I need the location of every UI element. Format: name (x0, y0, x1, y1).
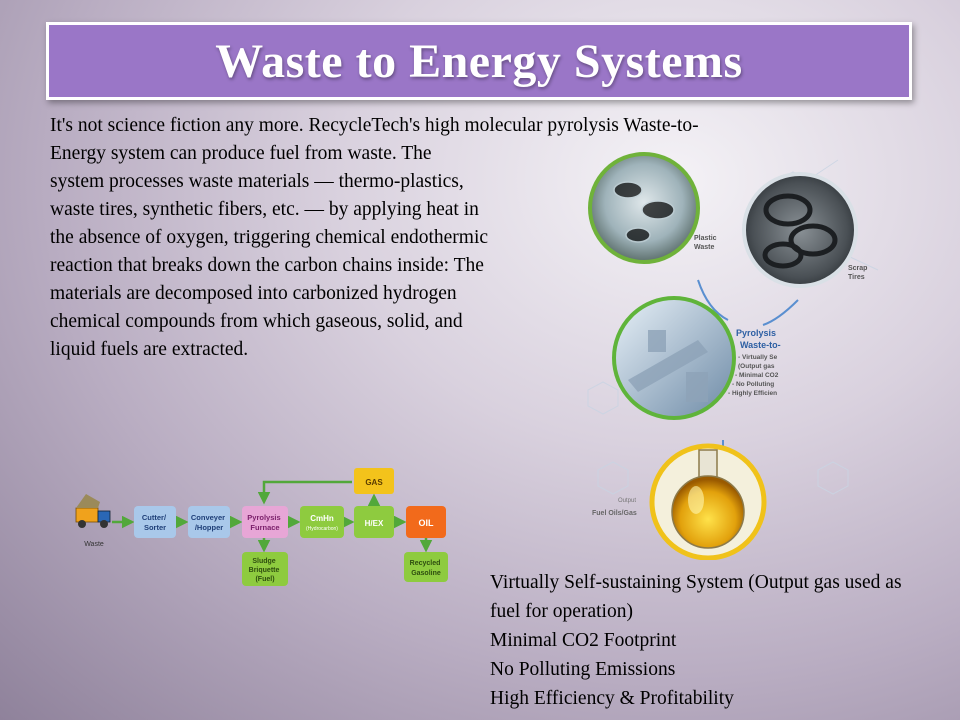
cmhn-box (300, 506, 344, 538)
cutter-label-2: Sorter (144, 523, 166, 532)
svg-text:Plastic Waste: Plastic Waste (694, 235, 719, 251)
sludge-label-1: Sludge (252, 558, 275, 565)
slide-title: Waste to Energy Systems (215, 34, 743, 88)
cmhn-sub-label: (Hydrocarbon) (306, 526, 338, 532)
cutter-label-1: Cutter/ (142, 513, 167, 522)
pyrolysis-list-2: (Output gas (738, 363, 775, 370)
feature-item: No Polluting Emissions (490, 659, 676, 680)
svg-text:- Virtually Se (Output gas: - Virtually Se (Output gas - Minimal CO2… (728, 354, 780, 397)
conveyer-hopper-box (188, 506, 230, 538)
intro-line-1: It's not science fiction any more. Recyc… (50, 115, 699, 136)
output-label-1: Output (618, 498, 636, 504)
svg-text:Recycled Gasoline: Recycled Gasoline (410, 560, 443, 577)
tires-label-1: Scrap (848, 265, 867, 272)
pyrolysis-title-1: Pyrolysis (736, 328, 776, 338)
svg-text:Conveyer /Hopper: Conveyer /Hopper (191, 513, 227, 532)
oil-label: OIL (419, 518, 435, 528)
svg-text:Pyrolysis Furnace: Pyrolysis Furnace (247, 513, 282, 532)
hex-label: H/EX (365, 519, 384, 528)
pyrolysis-list-4: - No Polluting (732, 381, 774, 388)
sludge-label-2: Briquette (249, 567, 280, 574)
feature-list: Virtually Self-sustaining System (Output… (490, 568, 930, 713)
waste-label: Waste (84, 541, 104, 548)
dump-truck-icon (75, 494, 111, 528)
pyrolysis-label-2: Furnace (250, 523, 279, 532)
intro-paragraph: It's not science fiction any more. Recyc… (50, 112, 870, 364)
hex-box (354, 506, 394, 538)
feature-item: Minimal CO2 Footprint (490, 630, 677, 651)
plastic-label-1: Plastic (694, 235, 717, 242)
title-banner: Waste to Energy Systems (46, 22, 912, 100)
svg-text:Output: Output (618, 498, 636, 504)
conveyer-label-1: Conveyer (191, 513, 225, 522)
gas-box (354, 468, 394, 494)
output-label-2: Fuel Oils/Gas (592, 510, 637, 517)
conveyer-label-2: /Hopper (195, 523, 223, 532)
pyrolysis-graphic: Plastic Waste Scrap Tires Pyrolysis Wast… (587, 152, 879, 560)
feature-item: High Efficiency & Profitability (490, 688, 734, 709)
gasoline-box (404, 552, 448, 582)
gas-label: GAS (365, 478, 383, 487)
svg-text:Scrap Tires: Scrap Tires (848, 265, 869, 281)
plastic-label-2: Waste (694, 244, 714, 251)
feature-item: Virtually Self-sustaining System (Output… (490, 572, 902, 622)
svg-text:Sludge Briquette (Fuel: Sludge Briquette (Fuel) (249, 558, 282, 583)
cutter-sorter-box (134, 506, 176, 538)
tires-label-2: Tires (848, 274, 865, 281)
gasoline-label-2: Gasoline (411, 570, 441, 577)
pyrolysis-furnace-box (242, 506, 288, 538)
process-diagram: Waste Cutter/ Sorter Conveyer /Hopper Py… (75, 468, 448, 586)
pyrolysis-title-2: Waste-to- (740, 340, 781, 350)
pyrolysis-list-3: - Minimal CO2 (735, 372, 779, 379)
sludge-box (242, 552, 288, 586)
sludge-label-3: (Fuel) (255, 576, 274, 583)
intro-body: Energy system can produce fuel from wast… (50, 143, 489, 360)
pyrolysis-label-1: Pyrolysis (247, 513, 280, 522)
svg-text:Fuel Oils/Gas: Fuel Oils/Gas (592, 510, 637, 517)
pyrolysis-list-5: - Highly Efficien (728, 390, 777, 397)
flask-icon (671, 449, 745, 549)
svg-text:Cutter/ Sorter: Cutter/ Sorter (142, 513, 168, 532)
pyrolysis-list-1: - Virtually Se (738, 354, 778, 361)
oil-box (406, 506, 446, 538)
cmhn-label: CmHn (310, 514, 334, 523)
svg-text:Pyrolysis Waste-to-: Pyrolysis Waste-to- (736, 328, 781, 350)
gasoline-label-1: Recycled (410, 560, 441, 567)
